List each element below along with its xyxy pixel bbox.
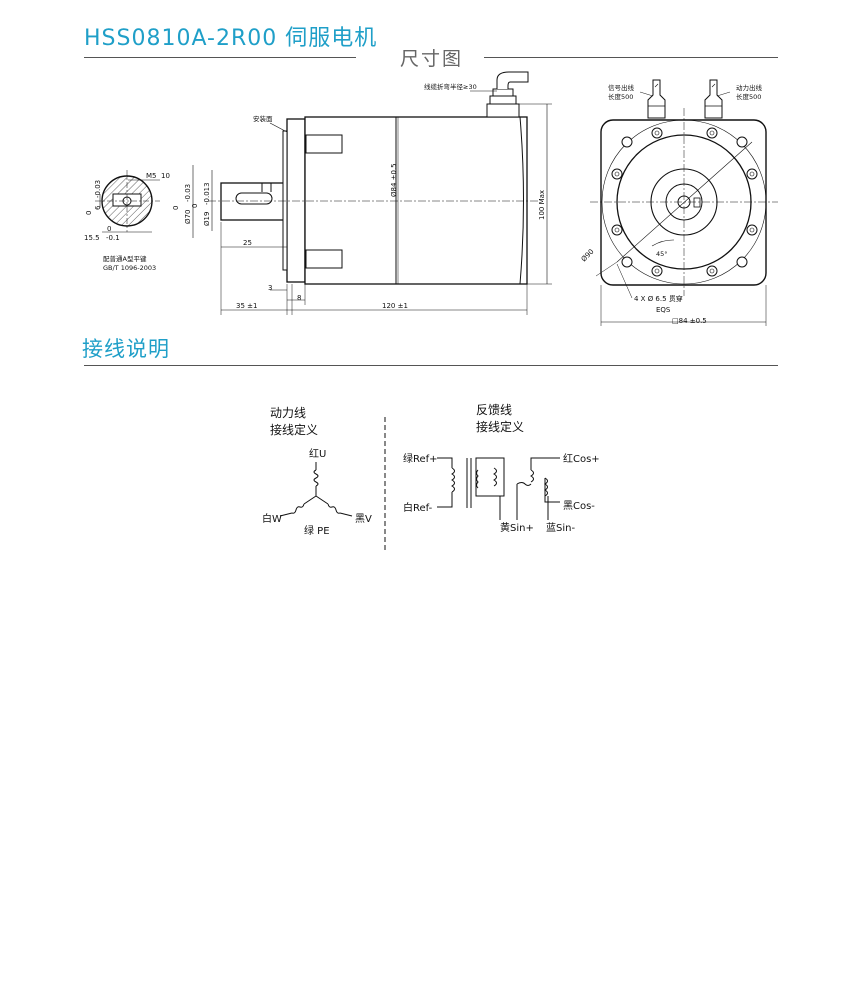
eqs-label: EQS (656, 306, 671, 314)
wire-w-label: 白W (262, 512, 282, 525)
key-height-zero: 0 (107, 225, 111, 233)
power-out-label-2: 长度500 (736, 92, 761, 101)
angle-label: 45° (656, 250, 668, 258)
wiring-diagram: 动力线 接线定义 红U 白W 黑V 绿 PE 反馈线 接线定义 绿Ref+ 白R… (262, 403, 600, 550)
wire-pe-label: 绿 PE (304, 524, 330, 537)
key-height-label: 15.5 (84, 234, 100, 242)
key-width-tolerance: -0.03 (94, 180, 102, 198)
wiring-section-divider (84, 365, 778, 366)
key-note-2: GB/T 1096-2003 (103, 264, 156, 272)
key-note-1: 配普通A型平键 (103, 254, 147, 263)
flange-dia-zero: 0 (172, 206, 180, 210)
shaft-dia-zero: 0 (191, 204, 199, 208)
power-wiring: 动力线 接线定义 红U 白W 黑V 绿 PE (262, 406, 372, 537)
mount-face-label: 安装面 (253, 114, 273, 123)
title-divider-left (84, 57, 356, 58)
thread-label: M5 (146, 172, 157, 180)
page-title: HSS0810A-2R00 伺服电机 (84, 26, 378, 51)
feedback-wiring-title-1: 反馈线 (476, 403, 512, 417)
power-out-label-1: 动力出线 (736, 83, 763, 92)
power-wiring-title-2: 接线定义 (270, 422, 318, 437)
shaft-dia-label: Ø19 (203, 212, 211, 226)
power-wiring-title-1: 动力线 (270, 406, 306, 420)
dim-120-label: 120 ±1 (382, 302, 408, 310)
wire-v-label: 黑V (355, 513, 372, 525)
wire-u-label: 红U (309, 447, 326, 460)
feedback-wiring: 反馈线 接线定义 绿Ref+ 白Ref- 红Cos+ 黑Cos- 黄Sin+ 蓝… (403, 403, 600, 534)
wire-ref-minus-label: 白Ref- (403, 501, 433, 514)
wire-cos-minus-label: 黑Cos- (563, 500, 595, 512)
feedback-wiring-title-2: 接线定义 (476, 419, 524, 434)
shaft-dia-tolerance: -0.013 (203, 182, 211, 205)
key-height-tolerance: -0.1 (106, 234, 120, 242)
wire-cos-plus-label: 红Cos+ (563, 452, 600, 465)
dim-35-label: 35 ±1 (236, 302, 257, 310)
motor-front-view: 45° 信号出线 长度500 动力出线 长度500 Ø90 4 X Ø 6.5 … (580, 79, 778, 326)
signal-out-label-2: 长度500 (608, 92, 633, 101)
thread-depth-label: 10 (161, 172, 170, 180)
flange-dia-label: Ø70 (184, 210, 192, 224)
key-width-zero: 0 (85, 211, 93, 215)
wire-sin-plus-label: 黄Sin+ (500, 521, 534, 534)
wire-sin-minus-label: 蓝Sin- (546, 522, 575, 534)
motor-side-view: 安装面 0 Ø70 -0.03 0 Ø19 -0.013 25 3 8 35 ±… (172, 71, 552, 315)
signal-out-label-1: 信号出线 (608, 83, 635, 92)
holes-note: 4 X Ø 6.5 贯穿 (634, 294, 683, 303)
square-size-label: □84 ±0.5 (672, 317, 707, 325)
wire-ref-plus-label: 绿Ref+ (403, 452, 438, 465)
dimension-drawing-subtitle: 尺寸图 (400, 48, 464, 70)
height-max-label: 100 Max (538, 190, 546, 220)
cable-bend-note: 线缆折弯半径≥30 (424, 82, 477, 91)
dim-8-label: 8 (297, 294, 301, 302)
wiring-section-title: 接线说明 (82, 337, 170, 361)
body-dia-label: Ø84 ±0.5 (390, 163, 398, 197)
shaft-section-view: M5 10 0 6 -0.03 0 15.5 -0.1 配普通A型平键 GB/T… (84, 170, 170, 272)
shaft-length-label: 25 (243, 239, 252, 247)
flange-dia-tolerance: -0.03 (184, 184, 192, 202)
dim-3-label: 3 (268, 284, 272, 292)
title-divider-right (484, 57, 778, 58)
dimension-drawing: M5 10 0 6 -0.03 0 15.5 -0.1 配普通A型平键 GB/T… (84, 71, 778, 326)
key-width-label: 6 (94, 205, 102, 210)
